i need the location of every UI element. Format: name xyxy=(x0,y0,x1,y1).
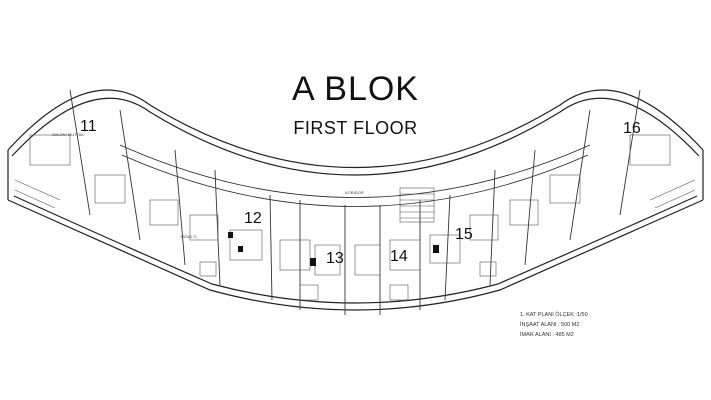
unit-11-label: 11 xyxy=(80,118,97,135)
outer-wall-bottom-inner xyxy=(13,195,698,304)
outer-wall-bottom xyxy=(7,199,704,311)
corridor-label: KORİDOR xyxy=(345,190,364,195)
outer-wall-top xyxy=(7,89,704,169)
legend-scale: 1. KAT PLANI ÖLÇEK :1/50 xyxy=(520,312,588,318)
unit-14-label: 14 xyxy=(390,248,408,265)
unit-13-label: 13 xyxy=(326,250,344,267)
legend-zoning-area: İMAR ALANI : 485 M2 xyxy=(520,332,574,338)
bedroom-label: YATAK O. xyxy=(180,234,198,239)
plan-subtitle: FIRST FLOOR xyxy=(293,118,418,138)
unit-16-label: 16 xyxy=(623,120,641,137)
unit-12-label: 12 xyxy=(244,210,262,227)
corridor-wall xyxy=(119,144,591,198)
living-kitchen-label: SALON+MUTFAK xyxy=(52,132,85,137)
unit-15-label: 15 xyxy=(455,226,473,243)
outer-wall-top-inner xyxy=(11,97,700,176)
plan-title: A BLOK xyxy=(292,70,419,108)
legend-construction-area: İNŞAAT ALANI : 500 M2 xyxy=(520,322,580,328)
